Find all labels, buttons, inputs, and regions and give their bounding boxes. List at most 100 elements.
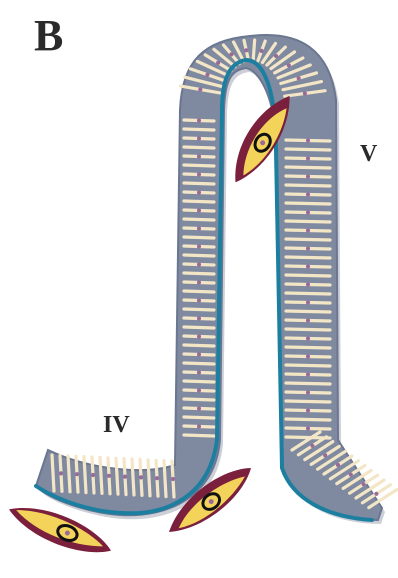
region-label-right-arm: V xyxy=(360,142,377,166)
cell-nucleus xyxy=(306,390,310,394)
cell-nucleus xyxy=(349,473,353,477)
cell-nucleus xyxy=(306,372,310,376)
cell-nucleus xyxy=(306,300,310,304)
cell-nucleus xyxy=(155,476,159,480)
cell-stripe xyxy=(184,237,214,238)
cell-nucleus xyxy=(336,463,340,467)
cell-nucleus xyxy=(91,473,95,477)
cell-stripe xyxy=(184,363,214,364)
cell-nucleus xyxy=(197,370,201,374)
cell-stripe xyxy=(184,327,214,328)
cell-stripe xyxy=(184,309,214,310)
cell-stripe xyxy=(286,185,330,186)
cell-nucleus xyxy=(306,210,310,214)
cell-nucleus xyxy=(229,52,233,56)
cell-stripe xyxy=(286,347,330,348)
cell-nucleus xyxy=(306,246,310,250)
cell-nucleus xyxy=(306,426,310,430)
region-label-left-arm: IV xyxy=(103,413,130,437)
cell-nucleus xyxy=(306,354,310,358)
cell-stripe xyxy=(184,201,214,202)
cell-nucleus xyxy=(59,471,63,475)
cell-nucleus xyxy=(197,136,201,140)
cell-nucleus xyxy=(306,408,310,412)
cell-stripe xyxy=(286,275,330,276)
cell-stripe xyxy=(184,417,214,418)
cell-nucleus xyxy=(323,453,327,457)
cell-stripe xyxy=(184,165,214,166)
cell-stripe xyxy=(286,293,330,294)
cell-stripe xyxy=(286,419,330,420)
cell-nucleus xyxy=(197,334,201,338)
cell-nucleus xyxy=(197,262,201,266)
cell-stripe xyxy=(286,239,330,240)
cell-stripe xyxy=(148,460,150,496)
cell-nucleus xyxy=(139,475,143,479)
cell-nucleus xyxy=(310,444,314,448)
cell-nucleus xyxy=(306,282,310,286)
cell-nucleus xyxy=(306,138,310,142)
cell-nucleus xyxy=(171,477,175,481)
cell-nucleus xyxy=(123,475,127,479)
cell-nucleus xyxy=(274,54,278,58)
cell-nucleus xyxy=(197,154,201,158)
cell-stripe xyxy=(184,399,214,400)
cell-nucleus xyxy=(287,63,291,67)
cell-nucleus xyxy=(198,87,202,91)
cell-stripe xyxy=(184,147,214,148)
cell-nucleus xyxy=(259,49,263,53)
cell-nucleus xyxy=(306,318,310,322)
cell-nucleus xyxy=(303,91,307,95)
panel-letter: B xyxy=(34,14,63,58)
cell-stripe xyxy=(184,345,214,346)
cell-stripe xyxy=(184,435,214,436)
cell-stripe xyxy=(132,459,134,495)
cell-nucleus xyxy=(197,208,201,212)
cell-nucleus xyxy=(362,482,366,486)
cell-stripe xyxy=(184,129,214,130)
cell-nucleus xyxy=(374,492,378,496)
cell-stripe xyxy=(68,456,70,492)
cell-nucleus xyxy=(306,156,310,160)
cell-nucleus xyxy=(107,474,111,478)
cell-stripe xyxy=(52,455,54,491)
cell-nucleus xyxy=(197,406,201,410)
cell-nucleus xyxy=(244,48,248,52)
cell-stripe xyxy=(184,183,214,184)
cell-nucleus xyxy=(306,192,310,196)
cell-nucleus xyxy=(306,264,310,268)
cell-stripe xyxy=(286,365,330,366)
cell-nucleus xyxy=(75,472,79,476)
cell-nucleus xyxy=(216,61,220,65)
cell-nucleus xyxy=(306,174,310,178)
cell-stripe xyxy=(84,457,86,493)
cell-nucleus xyxy=(197,190,201,194)
cell-nucleus xyxy=(197,244,201,248)
cell-stripe xyxy=(184,291,214,292)
cell-nucleus xyxy=(205,73,209,77)
cell-stripe xyxy=(286,149,330,150)
cell-stripe xyxy=(286,401,330,402)
cell-stripe xyxy=(116,458,118,494)
cell-nucleus xyxy=(197,298,201,302)
cell-stripe xyxy=(286,329,330,330)
cell-stripe xyxy=(286,221,330,222)
cell-stripe xyxy=(184,219,214,220)
cell-nucleus xyxy=(306,228,310,232)
cell-stripe xyxy=(286,311,330,312)
cell-nucleus xyxy=(197,172,201,176)
cell-stripe xyxy=(184,381,214,382)
cell-nucleus xyxy=(297,76,301,80)
cell-nucleus xyxy=(197,352,201,356)
cell-nucleus xyxy=(306,336,310,340)
cell-stripe xyxy=(184,273,214,274)
cell-stripe xyxy=(184,255,214,256)
cell-stripe xyxy=(286,167,330,168)
cell-nucleus xyxy=(197,316,201,320)
cell-nucleus xyxy=(197,226,201,230)
cell-stripe xyxy=(164,461,166,497)
cell-stripe xyxy=(286,383,330,384)
cell-stripe xyxy=(286,257,330,258)
